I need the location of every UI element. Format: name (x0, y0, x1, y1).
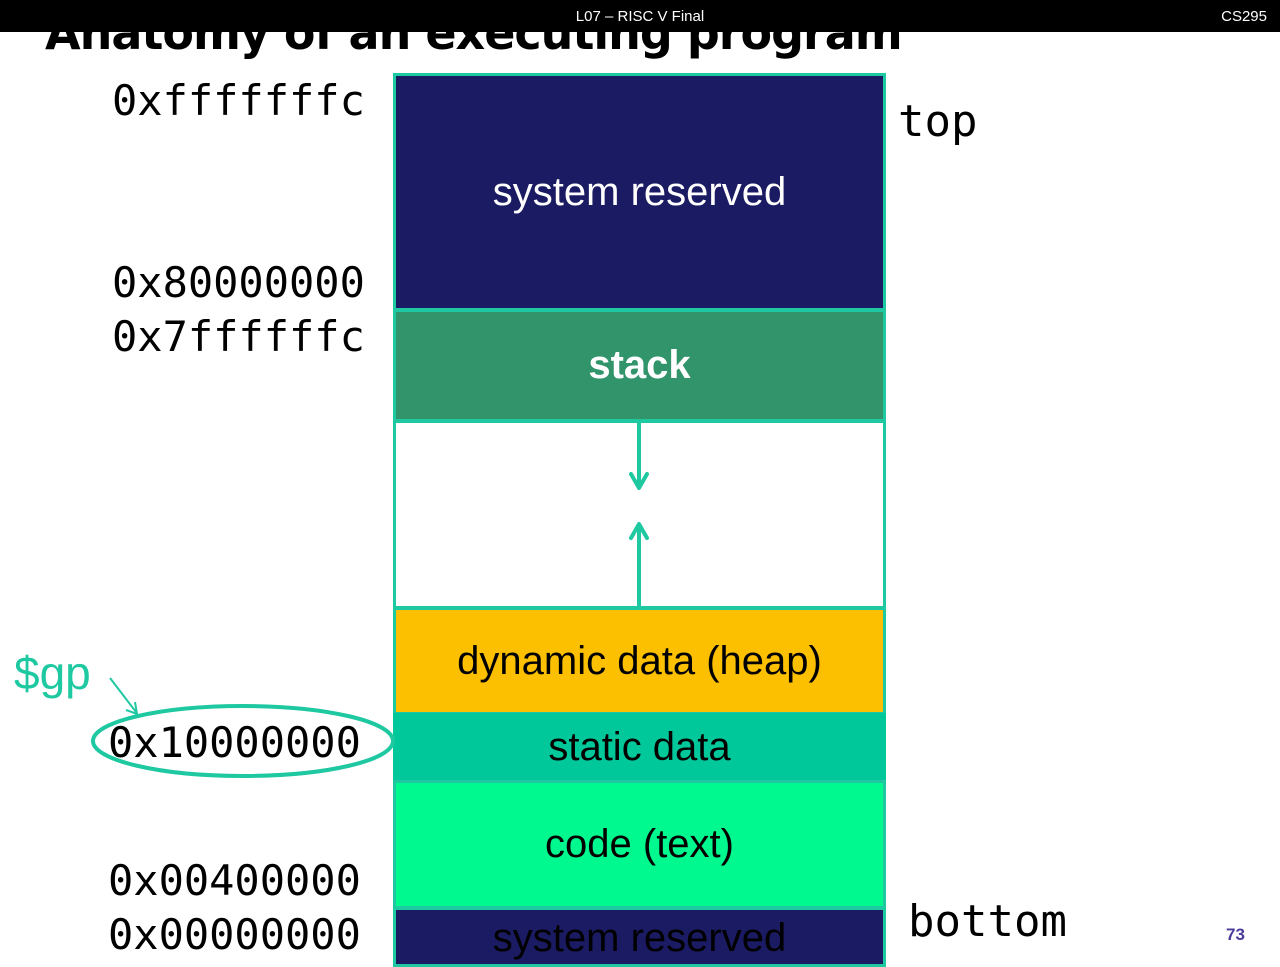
address-code-start: 0x00400000 (108, 856, 361, 905)
top-bar: L07 – RISC V Final CS295 (0, 0, 1280, 32)
gp-label: $gp (14, 647, 91, 699)
address-bottom: 0x00000000 (108, 910, 361, 959)
page-number: 73 (1226, 925, 1245, 944)
segment-label: stack (588, 343, 691, 387)
address-stack-top: 0x7ffffffc (112, 312, 365, 361)
address-top: 0xfffffffc (112, 76, 365, 125)
segment-system-reserved-bottom: system reserved (393, 907, 886, 967)
stack-growth-down-arrow (629, 420, 649, 490)
lecture-title: L07 – RISC V Final (575, 8, 705, 25)
segment-heap: dynamic data (heap) (393, 607, 886, 715)
gp-pointer-arrow (109, 677, 139, 716)
gp-highlight-ellipse (91, 704, 395, 778)
segment-code: code (text) (393, 780, 886, 909)
growth-arrows (629, 420, 649, 609)
segment-label: dynamic data (heap) (457, 638, 822, 683)
segment-static-data: static data (393, 713, 886, 782)
segment-label: static data (548, 725, 731, 769)
heap-growth-up-arrow (629, 522, 649, 609)
segment-label: system reserved (492, 169, 787, 214)
segment-label: system reserved (492, 916, 787, 960)
label-bottom: bottom (908, 896, 1067, 947)
label-top: top (898, 96, 978, 147)
address-gp: 0x10000000 (108, 718, 361, 767)
address-sys-boundary: 0x80000000 (112, 258, 365, 307)
course-code: CS295 (1221, 8, 1267, 25)
segment-stack: stack (393, 309, 886, 422)
segment-label: code (text) (545, 822, 734, 866)
segment-system-reserved-top: system reserved (393, 73, 886, 311)
gp-annotation (91, 677, 395, 778)
